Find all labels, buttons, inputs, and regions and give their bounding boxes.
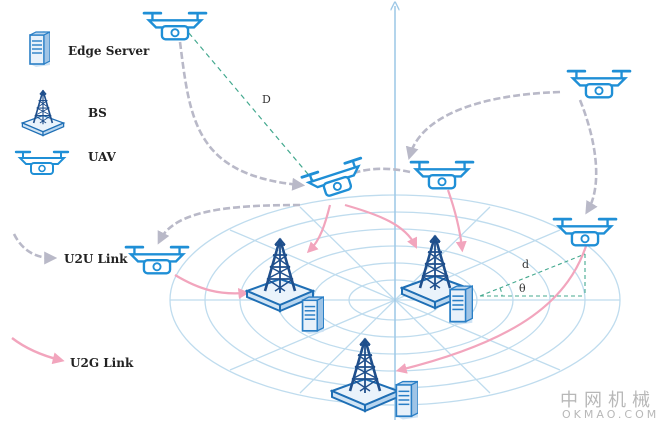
u2u-links [157, 41, 598, 245]
distance-dashed-line [182, 25, 319, 187]
legend-u2u-label: U2U Link [64, 252, 128, 266]
uav-icon [566, 69, 632, 99]
legend-u2g-label: U2G Link [70, 356, 134, 370]
uav-icon [552, 217, 618, 247]
legend-uav-label: UAV [88, 150, 116, 164]
edge-server-icon [301, 296, 324, 334]
u2g-legend-arrow [11, 337, 65, 365]
uav-icon [300, 156, 371, 204]
offset-label: d [522, 258, 529, 271]
watermark-chinese: 中网机械 [560, 390, 656, 411]
distance-label: D [262, 93, 271, 106]
uav-icon [14, 150, 70, 176]
legend-bs-label: BS [88, 106, 107, 120]
u2g-links [174, 189, 590, 374]
u2u-legend-arrow [12, 233, 58, 265]
uav-icon [124, 245, 190, 275]
edge-server-icon [29, 30, 50, 68]
angle-label: θ [519, 282, 526, 295]
base-station-icon [21, 89, 65, 137]
base-station-bottom [330, 337, 418, 420]
edge-server-icon [449, 285, 473, 325]
legend [11, 30, 70, 365]
legend-edge-server-label: Edge Server [68, 44, 150, 58]
watermark-domain: OKMAO.COM [562, 408, 660, 421]
uav-icon [142, 11, 208, 41]
base-station-icon [330, 337, 400, 413]
uav-icon [409, 160, 475, 190]
edge-server-icon [395, 380, 418, 420]
